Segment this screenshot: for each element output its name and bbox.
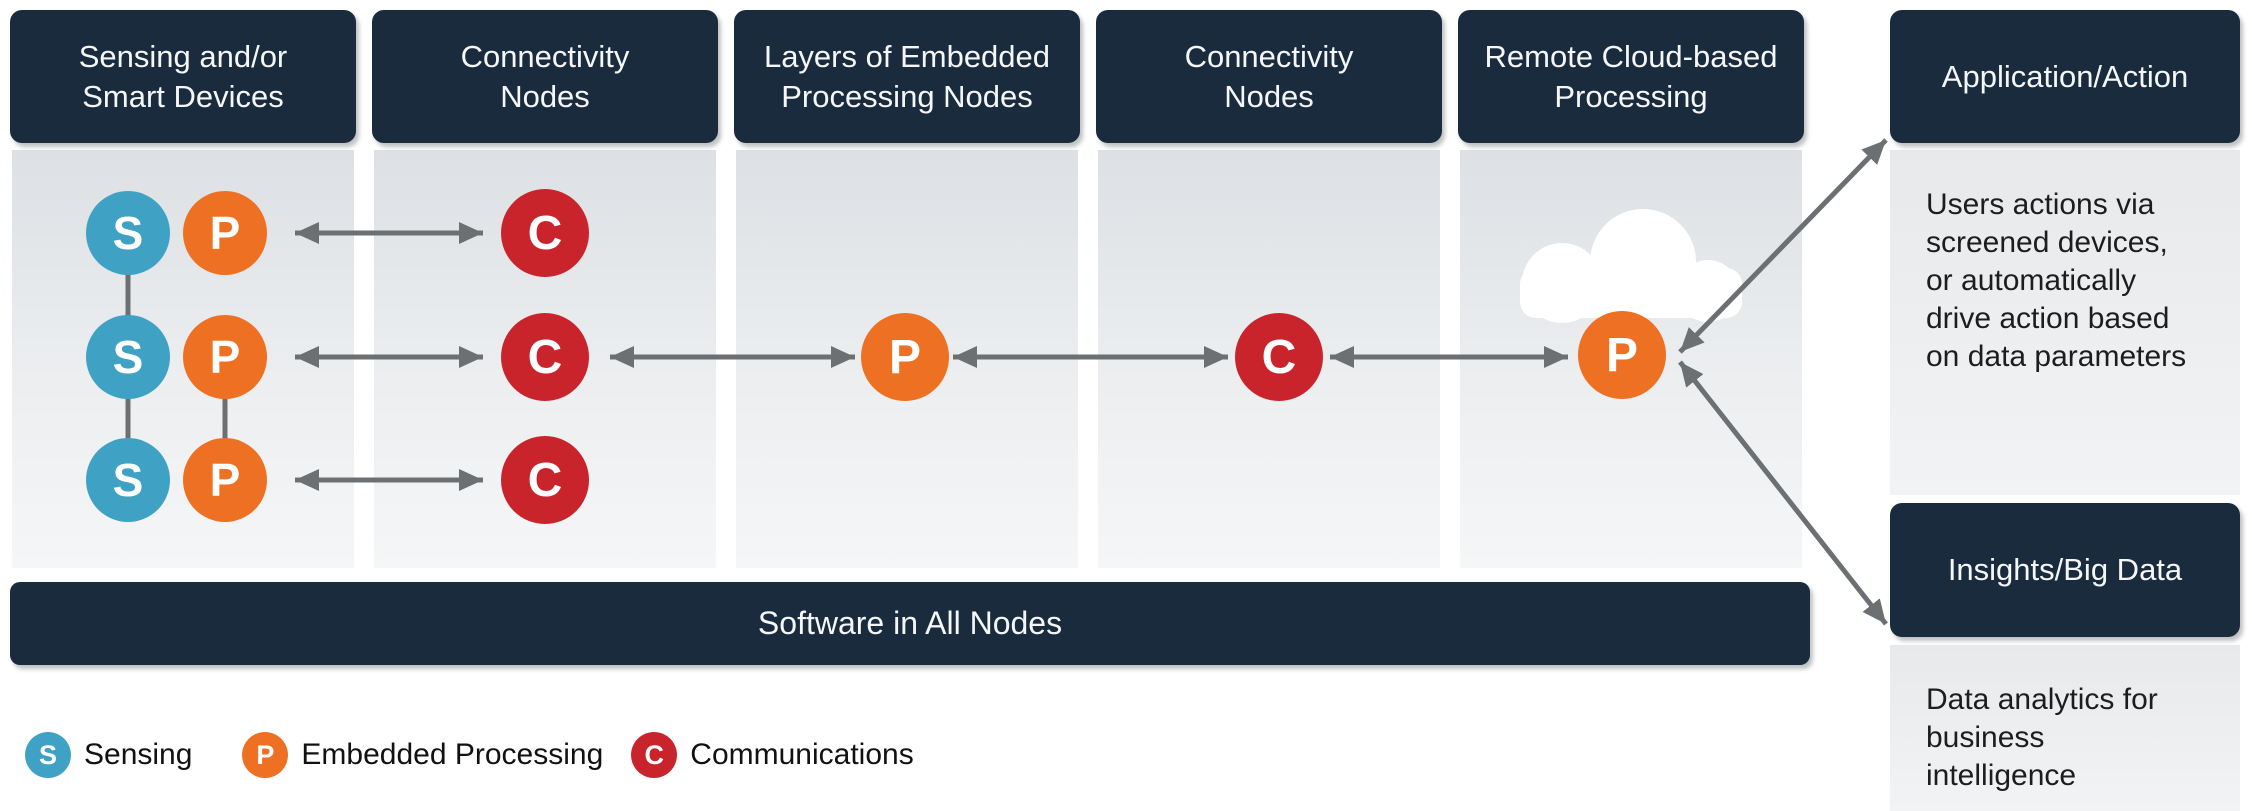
communications-node-icon: C (631, 732, 678, 778)
legend-label: Sensing (84, 738, 193, 771)
c-node: C (501, 313, 589, 401)
legend-item-sensing: S Sensing (25, 732, 192, 778)
arrow-pcloud-application (1678, 138, 1888, 354)
sensing-node-icon: S (25, 732, 71, 778)
s-node: S (86, 191, 170, 275)
column-title-line: Connectivity (460, 38, 630, 74)
column-title-line: Sensing and/or (78, 38, 288, 74)
column-header-cloud-processing: Remote Cloud-based Processing (1458, 10, 1804, 143)
c-node: C (501, 436, 589, 524)
legend-item-communications: C Communications (631, 732, 914, 778)
insights-big-data-title: Insights/Big Data (1947, 552, 2183, 587)
legend: S Sensing P Embedded Processing C Commun… (25, 732, 914, 778)
column-header-sensing-devices: Sensing and/or Smart Devices (10, 10, 356, 143)
column-title-line: Nodes (500, 78, 590, 114)
column-title-line: Nodes (1224, 78, 1314, 114)
application-action-title: Application/Action (1941, 58, 2189, 94)
column-title-line: Smart Devices (82, 78, 284, 114)
processing-node-icon: P (242, 732, 289, 778)
p-node: P (183, 191, 267, 275)
insights-big-data-description: Data analytics for business intelligence (1926, 683, 2158, 792)
cloud-icon (1520, 209, 1742, 323)
p-node-cloud: P (1578, 311, 1666, 399)
column-header-embedded-processing: Layers of Embedded Processing Nodes (734, 10, 1080, 143)
software-bar-label: Software in All Nodes (757, 605, 1063, 641)
insights-big-data-header: Insights/Big Data (1890, 503, 2240, 637)
application-action-body: Users actions via screened devices, or a… (1890, 150, 2240, 495)
column-title-line: Processing (1554, 78, 1708, 114)
c-node: C (501, 189, 589, 277)
software-in-all-nodes-bar: Software in All Nodes (10, 582, 1810, 665)
application-action-description: Users actions via screened devices, or a… (1926, 188, 2187, 373)
column-title-line: Connectivity (1184, 38, 1354, 74)
column-title-line: Layers of Embedded (763, 38, 1051, 74)
s-node: S (86, 438, 170, 522)
c-node: C (1235, 313, 1323, 401)
arrow-pcloud-insights (1678, 360, 1888, 626)
s-node: S (86, 315, 170, 399)
column-header-connectivity-2: Connectivity Nodes (1096, 10, 1442, 143)
insights-big-data-body: Data analytics for business intelligence (1890, 645, 2240, 811)
p-node: P (861, 313, 949, 401)
column-title-line: Processing Nodes (781, 78, 1033, 114)
legend-label: Communications (690, 738, 914, 771)
p-node: P (183, 315, 267, 399)
application-action-header: Application/Action (1890, 10, 2240, 143)
column-header-connectivity-1: Connectivity Nodes (372, 10, 718, 143)
data-flow-arrows (295, 138, 1888, 626)
legend-label: Embedded Processing (301, 738, 604, 771)
legend-item-embedded-processing: P Embedded Processing (242, 732, 603, 778)
column-title-line: Remote Cloud-based (1484, 38, 1778, 74)
p-node: P (183, 438, 267, 522)
